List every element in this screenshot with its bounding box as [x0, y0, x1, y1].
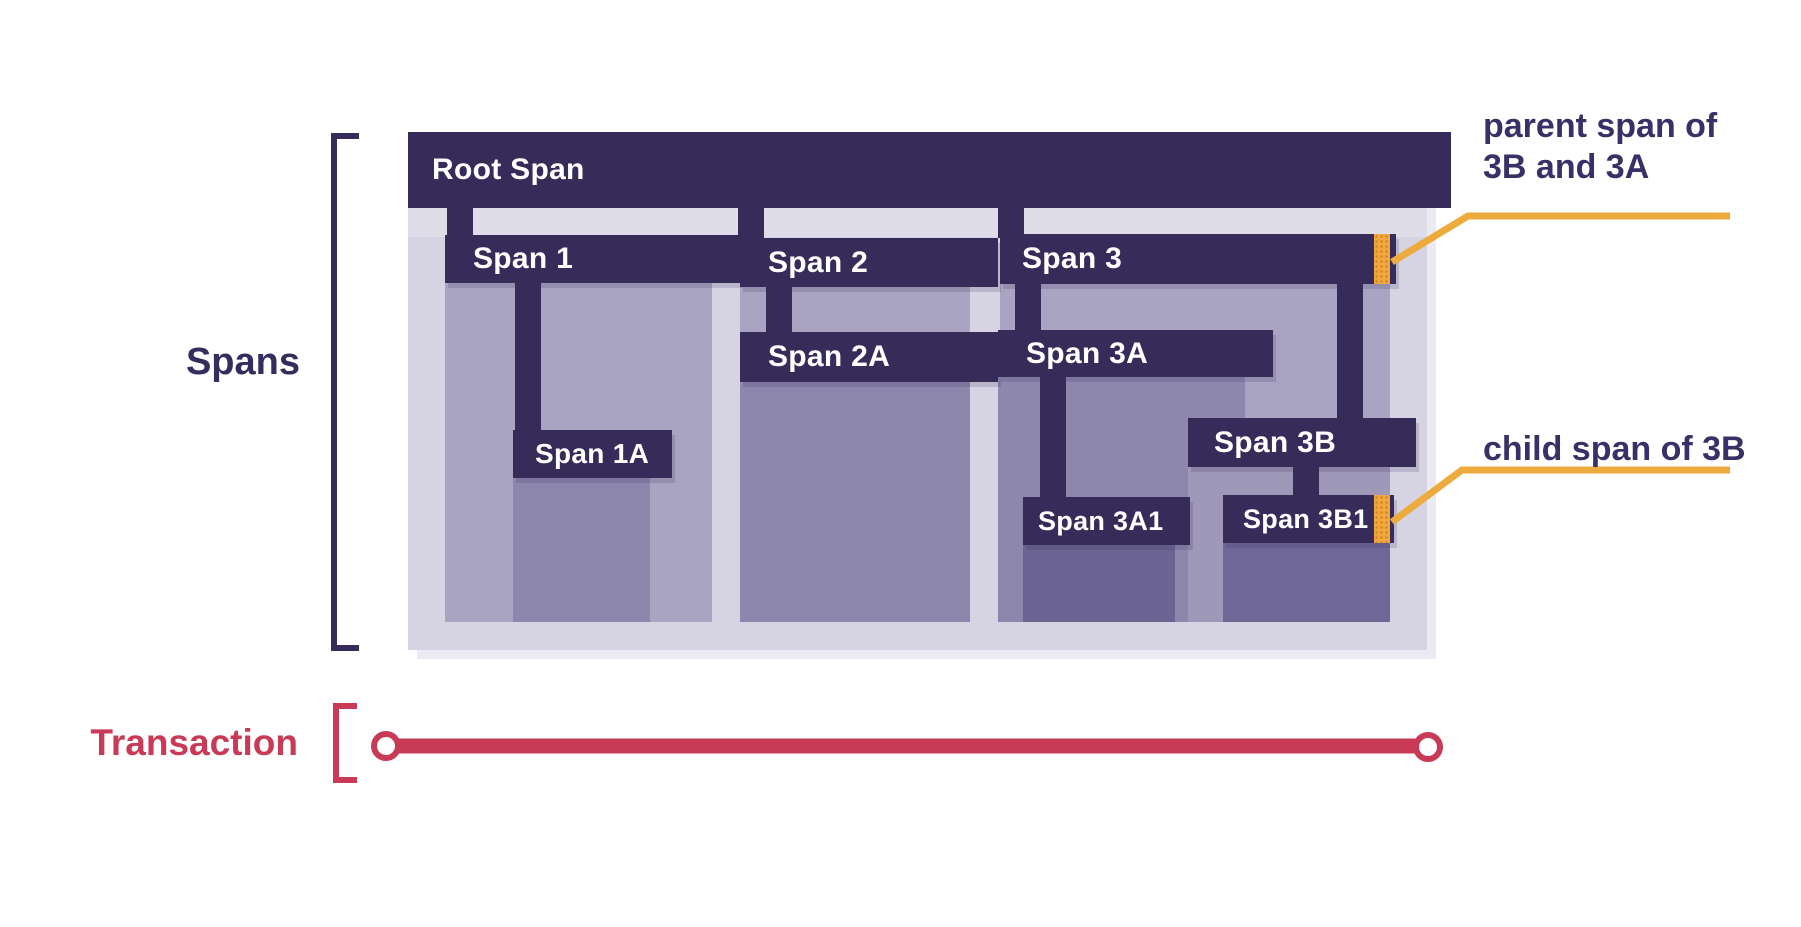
span3b-bar: Span 3B: [1188, 418, 1416, 467]
span3b1-bar: Span 3B1: [1223, 495, 1394, 543]
parent-span-annotation-line1: parent span of: [1483, 107, 1718, 145]
parent-span-annotation-line2: 3B and 3A: [1483, 148, 1650, 187]
span3-label: Span 3: [1022, 242, 1123, 275]
connector-span3b-to-span3b1: [1293, 465, 1319, 498]
span3a1-label: Span 3A1: [1038, 505, 1164, 536]
span3a1-bar: Span 3A1: [1023, 497, 1190, 545]
span1-bar: Span 1: [445, 235, 740, 283]
span3b-label: Span 3B: [1214, 425, 1337, 459]
transaction-axis-label: Transaction: [90, 722, 298, 763]
connector-root-to-span2: [738, 206, 764, 242]
span3-parent-marker: [1374, 234, 1390, 284]
span3a1-duration-region: [1023, 545, 1175, 622]
span3a-label: Span 3A: [1026, 336, 1149, 370]
spans-axis-label: Spans: [185, 341, 300, 383]
parent-callout-line: [1390, 212, 1730, 265]
connector-span3-to-span3b: [1337, 282, 1363, 421]
transaction-start-circle: [371, 731, 401, 761]
connector-span3a-to-span3a1: [1040, 375, 1066, 500]
root-span-label: Root Span: [432, 153, 585, 186]
span3b1-child-marker: [1374, 495, 1390, 543]
connector-span1-to-span1a: [515, 281, 541, 433]
span1a-duration-region: [513, 478, 650, 622]
root-span-gap-band: [408, 208, 1427, 237]
span1-label: Span 1: [473, 242, 574, 275]
span2a-label: Span 2A: [768, 340, 891, 373]
span2-bar: Span 2: [740, 238, 998, 287]
child-callout-line: [1389, 466, 1730, 525]
span1a-label: Span 1A: [535, 438, 650, 469]
span3-bar: Span 3: [1000, 234, 1396, 284]
root-span-bar: Root Span: [408, 132, 1451, 208]
span2a-bar: Span 2A: [740, 332, 998, 382]
child-span-annotation: child span of 3B: [1483, 430, 1746, 468]
span2-label: Span 2: [768, 245, 869, 279]
connector-span3-to-span3a: [1015, 282, 1041, 333]
span1a-bar: Span 1A: [513, 430, 672, 478]
span3b1-label: Span 3B1: [1243, 503, 1369, 534]
parent-span-annotation: parent span of 3B and 3A: [1483, 106, 1717, 189]
connector-root-to-span3: [998, 206, 1024, 238]
span3a-bar: Span 3A: [998, 330, 1273, 377]
spans-bracket: [331, 133, 359, 651]
span3b1-duration-region: [1223, 543, 1390, 622]
transaction-bracket: [333, 703, 357, 783]
connector-root-to-span1: [447, 206, 473, 239]
transaction-end-circle: [1413, 732, 1443, 762]
span2a-duration-region: [740, 382, 970, 622]
connector-span2-to-span2a: [766, 285, 792, 335]
